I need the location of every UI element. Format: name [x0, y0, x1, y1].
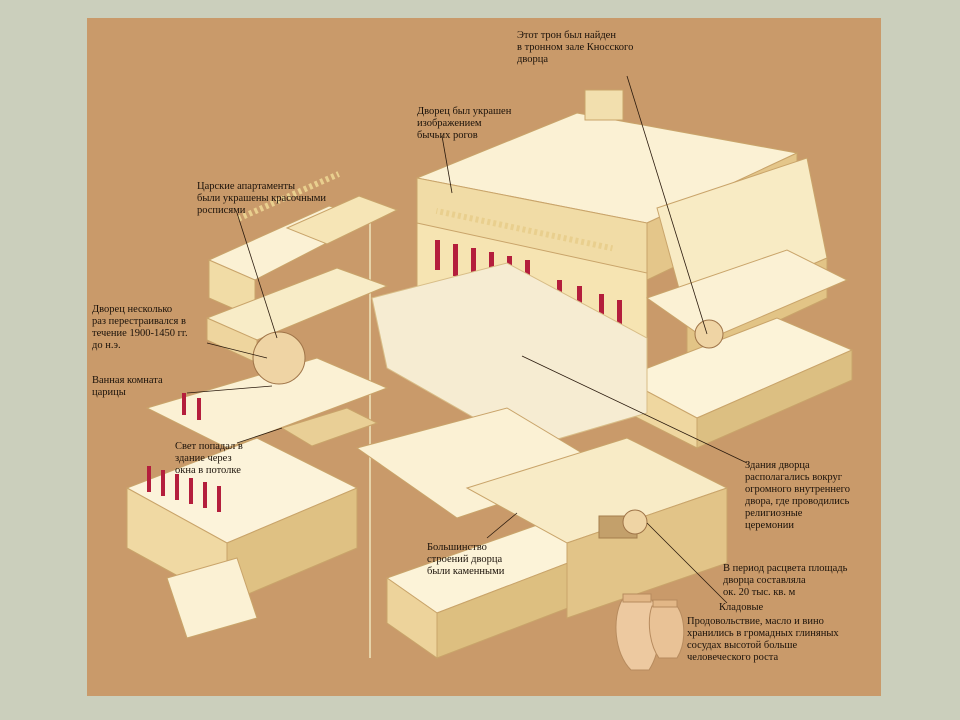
bathroom-callout [252, 331, 306, 385]
storage-jars-icon [615, 593, 685, 671]
south-west-complex [125, 357, 389, 639]
palace-illustration [125, 75, 854, 671]
west-wing [205, 171, 399, 364]
leader-lines [186, 75, 748, 604]
south-complex [355, 407, 729, 659]
storeroom-callout [622, 509, 648, 535]
central-courtyard [371, 262, 648, 449]
storerooms-label: Кладовые [719, 602, 764, 613]
throne-callout [694, 319, 724, 349]
